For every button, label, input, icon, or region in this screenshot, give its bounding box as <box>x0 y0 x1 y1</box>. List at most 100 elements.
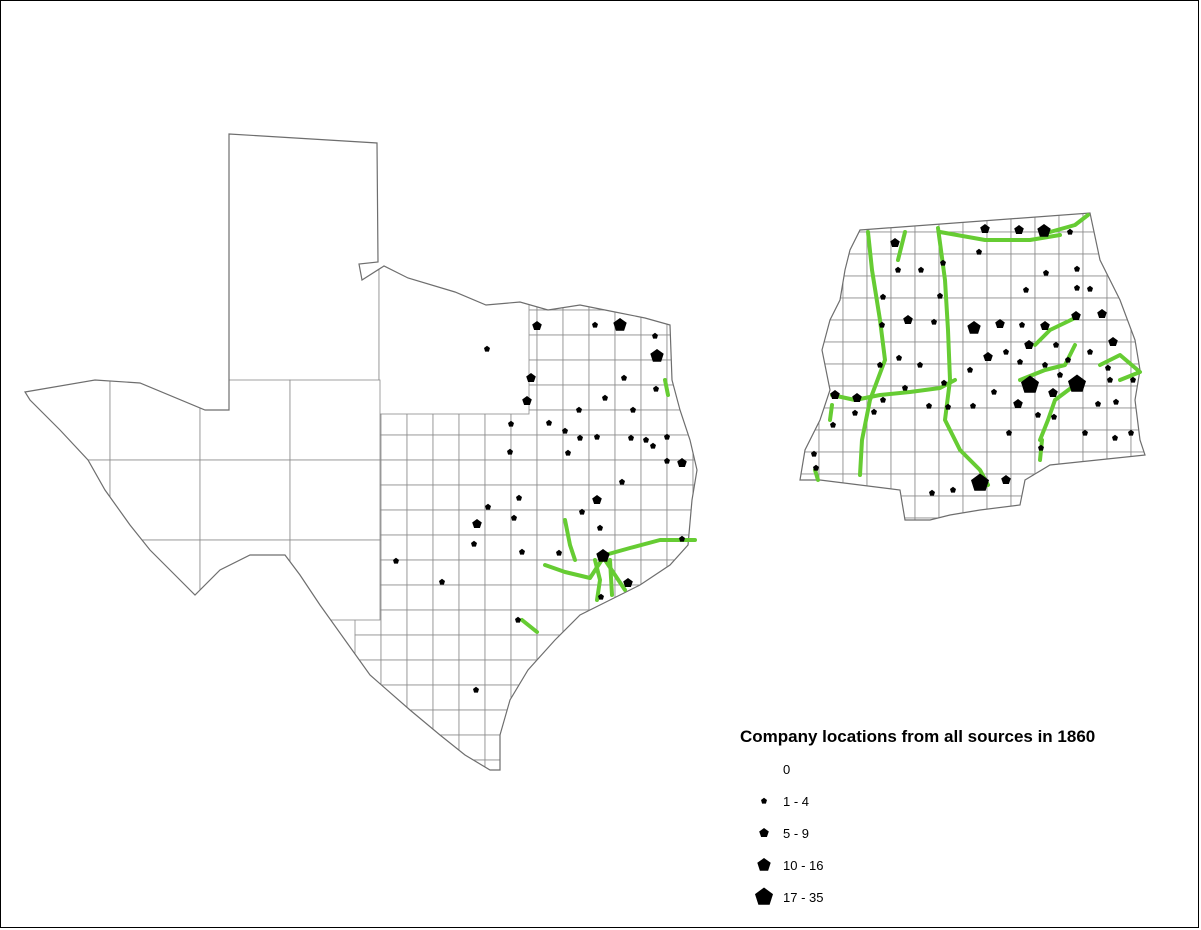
texas-county <box>510 509 538 536</box>
texas-west-county <box>25 379 111 461</box>
texas-outline <box>24 133 698 771</box>
texas-county <box>380 534 408 561</box>
company-location-symbol <box>950 486 956 493</box>
company-location-symbol <box>628 434 634 441</box>
texas-county <box>510 459 538 486</box>
company-location-symbol <box>852 409 858 416</box>
texas-county <box>484 659 512 686</box>
railroad-line <box>1038 383 1077 442</box>
company-location-symbol <box>1019 321 1025 328</box>
texas-county <box>719 310 745 335</box>
texas-county <box>432 609 460 636</box>
company-location-symbol <box>1095 400 1101 407</box>
ms-al-county <box>1058 231 1084 255</box>
company-location-symbol <box>613 318 627 331</box>
texas-county <box>692 384 697 411</box>
company-location-symbol <box>522 396 532 405</box>
railroad-line <box>520 618 539 634</box>
state-outlines <box>24 133 1146 771</box>
texas-county <box>666 734 694 761</box>
ms-al-county <box>890 319 916 343</box>
company-location-symbol <box>471 540 477 547</box>
company-location-symbol <box>1014 225 1024 234</box>
ms-al-county <box>986 517 1012 520</box>
texas-county <box>614 509 642 536</box>
texas-county <box>666 709 694 736</box>
railroad-line <box>936 226 990 487</box>
texas-west-county <box>25 539 111 621</box>
ms-al-county <box>986 363 1012 387</box>
texas-county <box>719 435 745 460</box>
texas-county <box>614 359 642 386</box>
texas-county <box>562 459 590 486</box>
texas-county <box>536 734 564 761</box>
railroad-line <box>1098 353 1142 382</box>
texas-county <box>588 634 616 661</box>
company-location-symbol <box>597 524 603 531</box>
texas-county <box>484 734 512 761</box>
ms-al-county <box>938 473 964 497</box>
company-location-symbol <box>1013 399 1023 408</box>
texas-county <box>354 684 382 711</box>
texas-county <box>719 560 745 585</box>
ms-al-county <box>818 275 844 299</box>
texas-county <box>536 359 564 386</box>
ms-al-county <box>1010 517 1036 520</box>
texas-county <box>380 434 408 461</box>
texas-county <box>614 759 642 770</box>
ms-al-county <box>1010 275 1036 299</box>
texas-west-county <box>109 539 201 621</box>
texas-county <box>588 309 616 336</box>
company-location-symbol <box>976 248 982 255</box>
texas-county <box>666 659 694 686</box>
legend-label: 10 - 16 <box>783 858 823 873</box>
ms-al-county <box>818 473 844 497</box>
texas-county <box>666 434 694 461</box>
texas-county <box>406 609 434 636</box>
ms-al-county <box>842 275 868 299</box>
texas-county <box>406 709 434 736</box>
company-location-symbol <box>1074 265 1080 272</box>
texas-county <box>484 259 512 286</box>
legend-label: 17 - 35 <box>783 890 823 905</box>
texas-county <box>666 484 694 511</box>
texas-county <box>588 509 616 536</box>
texas-county <box>536 759 564 770</box>
company-location-symbol <box>880 396 886 403</box>
ms-al-county <box>938 517 964 520</box>
company-location-symbol <box>852 393 862 402</box>
ms-al-county <box>1106 495 1132 519</box>
ms-al-county <box>842 495 868 519</box>
ms-al-county <box>1010 253 1036 277</box>
texas-county <box>719 260 745 285</box>
company-location-symbol <box>1071 311 1081 320</box>
company-location-symbol <box>1003 348 1009 355</box>
texas-county <box>562 634 590 661</box>
texas-county <box>406 584 434 611</box>
railroad-line <box>858 230 887 477</box>
texas-panhandle-county <box>228 134 380 415</box>
ms-al-county <box>1082 495 1108 519</box>
ms-al-county <box>938 319 964 343</box>
texas-county <box>458 534 486 561</box>
ms-al-county <box>986 297 1012 321</box>
texas-county <box>432 659 460 686</box>
company-location-symbol <box>650 442 656 449</box>
company-location-symbol <box>937 292 943 299</box>
company-location-symbol <box>1035 411 1041 418</box>
texas-county <box>692 559 697 586</box>
texas-county <box>432 684 460 711</box>
texas-county <box>614 484 642 511</box>
ms-al-county <box>866 429 892 453</box>
texas-county <box>692 434 697 461</box>
company-location-symbol <box>1105 364 1111 371</box>
texas-county <box>640 459 668 486</box>
ms-al-county <box>818 517 844 520</box>
company-location-symbol <box>630 406 636 413</box>
texas-county <box>562 334 590 361</box>
ms-al-county <box>800 385 820 409</box>
ms-al-county <box>962 275 988 299</box>
texas-county <box>458 759 486 770</box>
company-location-symbol <box>1057 371 1063 378</box>
